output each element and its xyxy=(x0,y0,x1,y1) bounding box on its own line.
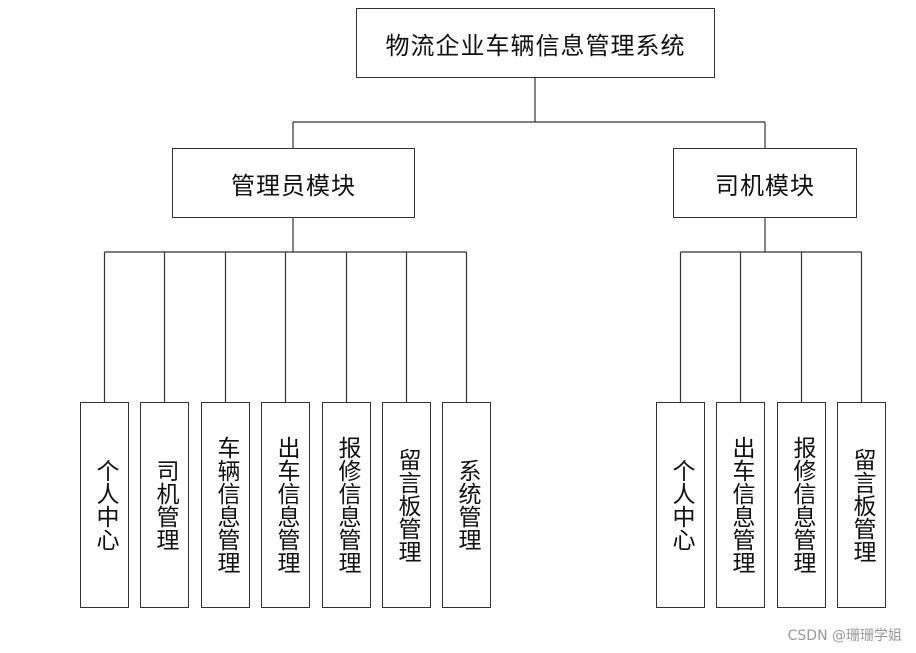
module-driver-node: 司机模块 xyxy=(673,148,857,218)
admin-leaf-node: 个人中心 xyxy=(80,402,129,608)
admin-leaf-node: 报修信息管理 xyxy=(322,402,371,608)
leaf-node-label: 司机管理 xyxy=(152,459,178,551)
root-node: 物流企业车辆信息管理系统 xyxy=(356,8,715,78)
leaf-node-label: 留言板管理 xyxy=(849,447,875,563)
driver-leaf-node: 报修信息管理 xyxy=(777,402,826,608)
driver-leaf-node: 个人中心 xyxy=(656,402,705,608)
admin-leaf-node: 出车信息管理 xyxy=(261,402,310,608)
leaf-node-label: 出车信息管理 xyxy=(728,436,754,574)
leaf-node-label: 报修信息管理 xyxy=(334,436,360,574)
module-admin-label: 管理员模块 xyxy=(231,171,356,200)
leaf-node-label: 个人中心 xyxy=(92,459,118,551)
admin-leaf-node: 系统管理 xyxy=(442,402,491,608)
leaf-node-label: 报修信息管理 xyxy=(789,436,815,574)
leaf-node-label: 系统管理 xyxy=(454,459,480,551)
leaf-node-label: 车辆信息管理 xyxy=(213,436,239,574)
admin-leaf-node: 留言板管理 xyxy=(382,402,431,608)
driver-leaf-node: 留言板管理 xyxy=(837,402,886,608)
watermark: CSDN @珊珊学姐 xyxy=(787,628,902,644)
admin-leaf-node: 司机管理 xyxy=(140,402,189,608)
leaf-node-label: 个人中心 xyxy=(668,459,694,551)
module-admin-node: 管理员模块 xyxy=(172,148,415,218)
driver-leaf-node: 出车信息管理 xyxy=(716,402,765,608)
root-node-label: 物流企业车辆信息管理系统 xyxy=(385,31,686,60)
leaf-node-label: 留言板管理 xyxy=(394,447,420,563)
leaf-node-label: 出车信息管理 xyxy=(273,436,299,574)
admin-leaf-node: 车辆信息管理 xyxy=(201,402,250,608)
module-driver-label: 司机模块 xyxy=(715,171,815,200)
